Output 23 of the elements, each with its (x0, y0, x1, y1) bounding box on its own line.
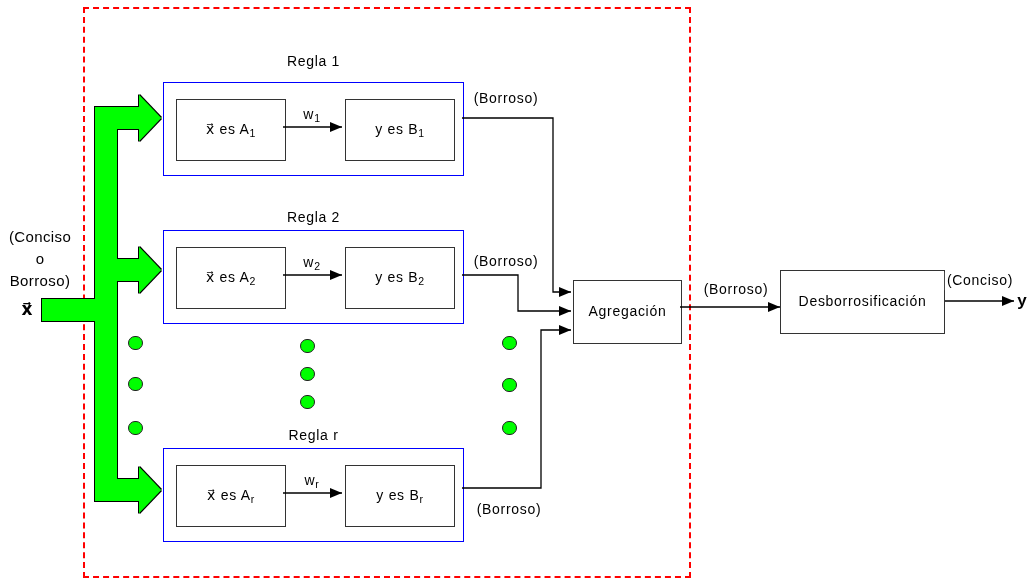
process-box: Desborrosificación (780, 270, 945, 334)
arrow (461, 117, 572, 297)
arrow (679, 302, 781, 312)
process-box: y es B$_{1}$ (345, 99, 455, 161)
arrow (944, 296, 1015, 306)
input-note: (Conciso o Borroso) (7, 227, 73, 291)
rule-heading: Regla 1 (286, 51, 341, 71)
arrow (282, 488, 343, 498)
process-box: y es B$_{2}$ (345, 247, 455, 309)
signal-label: y (1014, 288, 1030, 314)
signal-label: x⃗ (12, 296, 42, 324)
process-box: x⃗ es A$_{2}$ (176, 247, 286, 309)
arrow (461, 325, 572, 489)
arrow (461, 274, 572, 316)
arrow (282, 122, 343, 132)
rule-heading: Regla 2 (286, 207, 341, 227)
rule-heading: Regla r (288, 425, 339, 445)
process-box: x⃗ es A$_{r}$ (176, 465, 286, 527)
process-box: x⃗ es A$_{1}$ (176, 99, 286, 161)
dashed-frame (83, 7, 691, 578)
arrow (282, 270, 343, 280)
process-box: y es B$_{r}$ (345, 465, 455, 527)
process-box: Agregación (573, 280, 682, 344)
